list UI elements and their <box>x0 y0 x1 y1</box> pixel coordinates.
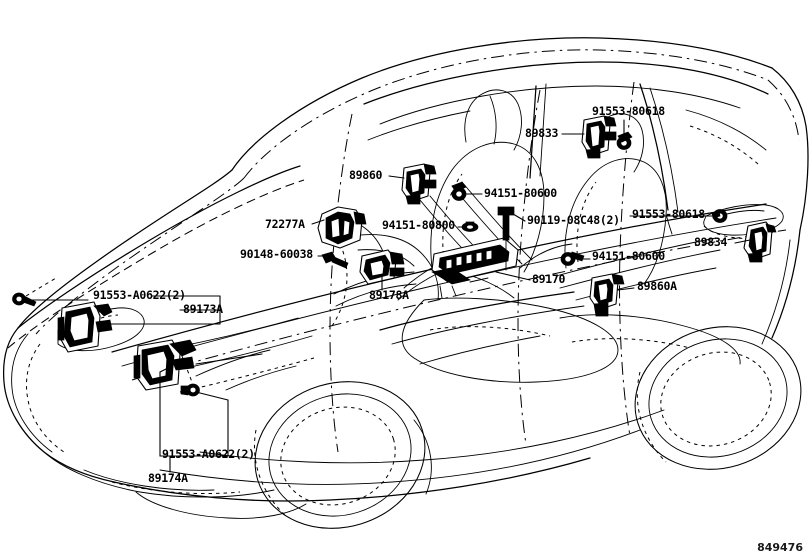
callout-91553-80618-lower: 91553-80618 <box>632 207 705 221</box>
part-89833-sensor <box>581 115 617 159</box>
bolt-94151-80800-center <box>461 221 479 232</box>
part-89173a-front-sensor <box>57 301 113 353</box>
bolt-91553-a0622-upper <box>12 292 37 307</box>
callout-90148-60038: 90148-60038 <box>240 247 313 261</box>
bolt-91553-a0622-lower <box>180 383 200 397</box>
callout-91553-a0622-upper: 91553-A0622(2) <box>93 288 186 302</box>
part-72277a-clamp <box>317 206 367 249</box>
callout-89173a: 89173A <box>183 302 223 316</box>
bolt-91553-80618-lower <box>711 209 728 223</box>
part-89860a-sensor <box>589 273 625 317</box>
callout-89170: 89170 <box>532 272 566 286</box>
part-89860-sensor <box>401 163 437 205</box>
screw-90148-60038 <box>321 251 349 269</box>
bolt-94151-80600-upper <box>451 181 467 201</box>
callout-94151-80600-lower: 94151-80600 <box>592 249 665 263</box>
diagram-watermark: 849476 <box>757 541 803 554</box>
callout-89174a: 89174A <box>148 471 188 485</box>
callout-89860: 89860 <box>349 168 383 182</box>
part-89178a-sensor <box>359 249 405 285</box>
callout-91553-80618-upper: 91553-80618 <box>592 104 665 118</box>
part-89170-airbag-ecu <box>431 237 519 299</box>
bolt-90119-08c48 <box>497 206 515 271</box>
callout-91553-a0622-lower: 91553-A0622(2) <box>162 447 255 461</box>
callout-94151-80800: 94151-80800 <box>382 218 455 232</box>
callout-89833: 89833 <box>525 126 559 140</box>
callout-94151-80600-upper: 94151-80600 <box>484 186 557 200</box>
callout-72277a: 72277A <box>265 217 305 231</box>
callout-89834: 89834 <box>694 235 728 249</box>
callout-89860a: 89860A <box>637 279 677 293</box>
part-89174a-front-sensor <box>133 339 197 391</box>
callout-90119-08c48: 90119-08C48(2) <box>527 213 620 227</box>
part-89834-sensor <box>743 221 777 263</box>
callout-89178a: 89178A <box>369 288 409 302</box>
